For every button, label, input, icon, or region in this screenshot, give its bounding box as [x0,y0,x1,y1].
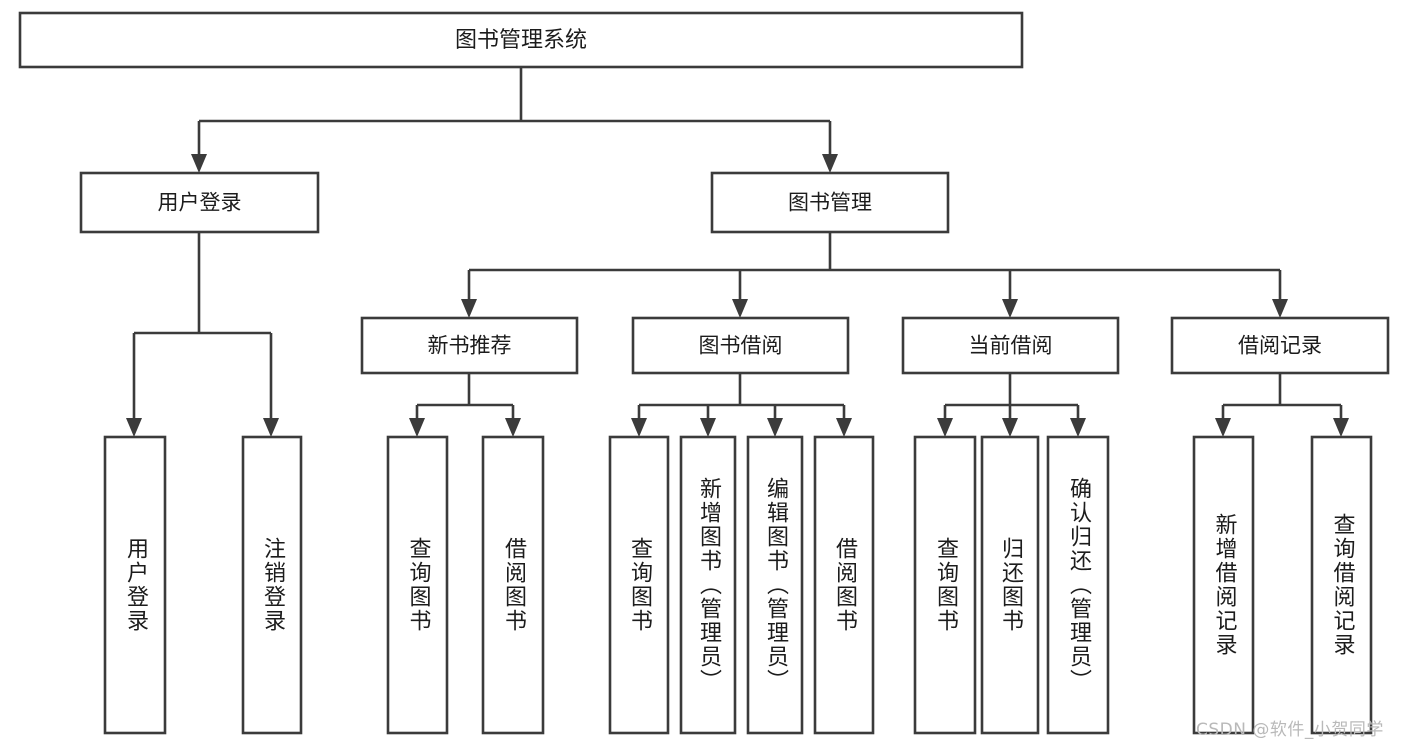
node-book-management[interactable]: 图书管理 [710,171,950,234]
node-current-borrow[interactable]: 当前借阅 [901,316,1120,375]
node-label-current-borrow: 当前借阅 [969,334,1053,358]
node-label-borrow-record: 借阅记录 [1238,334,1322,358]
node-box-book-management[interactable] [710,171,950,234]
node-leaf-query-record[interactable] [1310,435,1373,735]
node-label-root: 图书管理系统 [455,28,587,53]
arrow-head-icon [631,418,647,437]
node-book-borrow[interactable]: 图书借阅 [631,316,850,375]
node-box-leaf-user-logout[interactable] [241,435,303,735]
node-leaf-add-record[interactable] [1192,435,1255,735]
node-leaf-borrow-book-2[interactable] [813,435,875,735]
node-box-leaf-add-book[interactable] [679,435,737,735]
node-leaf-user-login[interactable] [103,435,167,735]
node-box-leaf-query-book-1[interactable] [386,435,449,735]
arrow-head-icon [1333,418,1349,437]
arrow-head-icon [732,299,748,318]
node-box-current-borrow[interactable] [901,316,1120,375]
arrow-head-icon [461,299,477,318]
arrow-head-icon [700,418,716,437]
node-box-borrow-record[interactable] [1170,316,1390,375]
arrow-head-icon [1215,418,1231,437]
node-user-login[interactable]: 用户登录 [79,171,320,234]
node-box-leaf-query-book-2[interactable] [608,435,670,735]
node-label-user-login: 用户登录 [158,191,242,215]
arrow-head-icon [263,418,279,437]
node-box-new-book-recommend[interactable] [360,316,579,375]
node-label-new-book-recommend: 新书推荐 [428,334,512,358]
node-leaf-query-book-2[interactable] [608,435,670,735]
node-box-leaf-add-record[interactable] [1192,435,1255,735]
node-borrow-record[interactable]: 借阅记录 [1170,316,1390,375]
connector-layer [126,67,1349,437]
arrow-head-icon [126,418,142,437]
node-leaf-confirm-return[interactable] [1046,435,1110,735]
node-box-leaf-borrow-book-1[interactable] [481,435,545,735]
node-leaf-query-book-3[interactable] [913,435,977,735]
arrow-head-icon [1070,418,1086,437]
arrow-head-icon [409,418,425,437]
node-box-user-login[interactable] [79,171,320,234]
arrow-head-icon [1272,299,1288,318]
node-new-book-recommend[interactable]: 新书推荐 [360,316,579,375]
arrow-head-icon [767,418,783,437]
node-box-leaf-user-login[interactable] [103,435,167,735]
node-leaf-user-logout[interactable] [241,435,303,735]
arrow-head-icon [505,418,521,437]
arrow-head-icon [191,154,207,173]
node-box-leaf-return-book[interactable] [980,435,1040,735]
arrow-head-icon [1002,299,1018,318]
arrow-head-icon [836,418,852,437]
arrow-head-icon [937,418,953,437]
node-box-leaf-query-book-3[interactable] [913,435,977,735]
node-root[interactable]: 图书管理系统 [18,11,1024,69]
watermark: CSDN @软件_小贺同学 [1196,720,1384,740]
node-leaf-edit-book[interactable] [746,435,804,735]
node-box-leaf-query-record[interactable] [1310,435,1373,735]
arrow-head-icon [822,154,838,173]
node-label-book-management: 图书管理 [788,191,872,215]
node-leaf-query-book-1[interactable] [386,435,449,735]
node-box-leaf-confirm-return[interactable] [1046,435,1110,735]
node-box-leaf-borrow-book-2[interactable] [813,435,875,735]
node-box-root[interactable] [18,11,1024,69]
node-box-book-borrow[interactable] [631,316,850,375]
node-box-leaf-edit-book[interactable] [746,435,804,735]
node-leaf-return-book[interactable] [980,435,1040,735]
node-label-book-borrow: 图书借阅 [699,334,783,358]
node-leaf-add-book[interactable] [679,435,737,735]
arrow-head-icon [1002,418,1018,437]
node-leaf-borrow-book-1[interactable] [481,435,545,735]
